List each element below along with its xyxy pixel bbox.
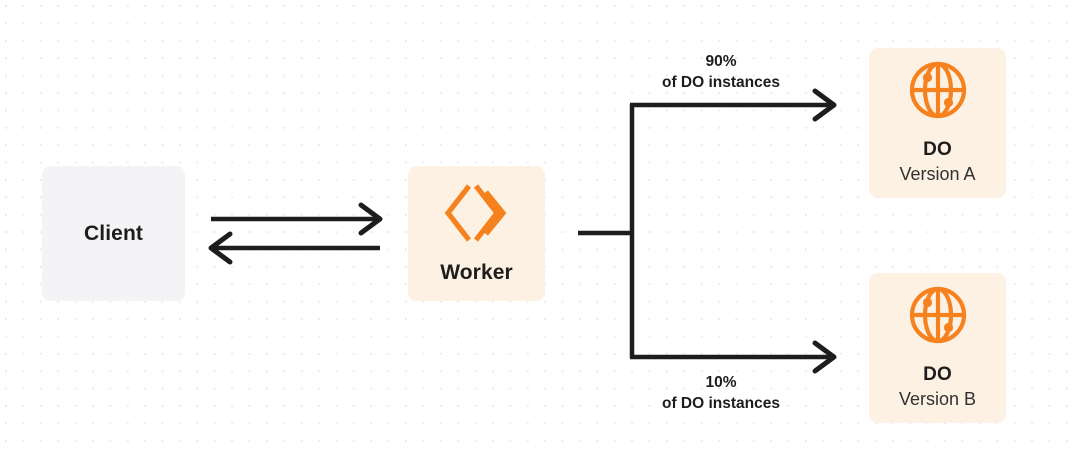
node-do-a-label: DO xyxy=(923,139,952,161)
edge-label-do-a-detail: of DO instances xyxy=(662,73,780,91)
node-do-a-version: Version A xyxy=(899,164,976,185)
node-worker-label: Worker xyxy=(440,261,513,285)
globe-icon xyxy=(908,60,968,125)
edge-label-do-a: 90% of DO instances xyxy=(591,52,851,94)
node-do-version-a[interactable]: DO Version A xyxy=(869,48,1006,198)
branch-connector xyxy=(578,104,635,358)
node-client-label: Client xyxy=(84,221,143,245)
node-client[interactable]: Client xyxy=(42,166,185,301)
node-worker[interactable]: Worker xyxy=(408,166,545,301)
node-do-version-b[interactable]: DO Version B xyxy=(869,273,1006,423)
cloudflare-workers-icon xyxy=(443,182,511,249)
globe-icon xyxy=(908,285,968,350)
node-do-b-label: DO xyxy=(923,364,952,386)
arrow-worker-to-do-b xyxy=(630,340,837,374)
edge-label-do-a-percent: 90% xyxy=(705,53,737,70)
edge-label-do-b: 10% of DO instances xyxy=(591,373,851,415)
arrow-worker-to-client xyxy=(208,231,380,265)
arrow-client-to-worker xyxy=(211,202,383,236)
edge-label-do-b-percent: 10% xyxy=(705,374,737,391)
edge-label-do-b-detail: of DO instances xyxy=(662,394,780,412)
arrow-worker-to-do-a xyxy=(630,88,837,122)
node-do-b-version: Version B xyxy=(898,389,977,410)
